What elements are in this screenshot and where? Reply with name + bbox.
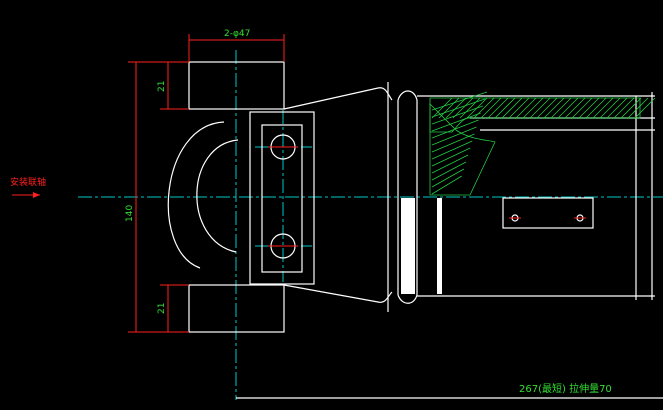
hatch-line xyxy=(431,168,465,188)
hatch-line xyxy=(431,140,473,160)
hatch-line xyxy=(529,97,551,119)
hatch-line xyxy=(571,97,593,119)
ring-cap-top xyxy=(397,90,418,101)
hatch-line xyxy=(445,97,467,119)
hatch-line xyxy=(459,97,481,119)
side-arrow xyxy=(12,192,40,198)
flange-slot xyxy=(261,124,303,273)
hatch-line xyxy=(578,97,600,119)
hatch-line xyxy=(536,97,558,119)
yoke-arm-inner xyxy=(196,139,239,253)
bearing-cap-bottom xyxy=(188,284,285,333)
hatch-line xyxy=(494,97,516,119)
hatch-line xyxy=(501,97,523,119)
hatch-line xyxy=(480,97,502,119)
hatch-line xyxy=(522,97,544,119)
hatch-line xyxy=(438,97,460,119)
yoke-body-top xyxy=(283,87,393,110)
hatch-line xyxy=(452,97,474,119)
flange-plate xyxy=(249,111,315,285)
hatch-line xyxy=(431,126,477,146)
hatch-line xyxy=(557,97,579,119)
yoke-arm-outer xyxy=(167,121,225,269)
dimensions xyxy=(128,34,586,333)
hatch-line xyxy=(431,175,463,195)
height-bottom-label: 21 xyxy=(157,303,167,314)
hatch-line xyxy=(431,97,453,119)
ring-cap-bottom xyxy=(397,294,418,304)
height-total-label: 140 xyxy=(125,205,135,222)
hatch-line xyxy=(592,97,614,119)
spline-bar-left xyxy=(401,198,415,294)
centerlines xyxy=(78,50,663,400)
hatch-line xyxy=(634,97,656,119)
hatch-line xyxy=(585,97,607,119)
key-block xyxy=(502,197,594,229)
length-note-label: 267(最短) 拉伸量70 xyxy=(519,382,612,395)
hatch-line xyxy=(431,161,467,181)
hatch-line xyxy=(431,147,471,167)
hatch-line xyxy=(431,112,481,132)
hatch-line xyxy=(613,97,635,119)
hatch-line xyxy=(508,97,530,119)
bearing-cap-top xyxy=(188,61,285,110)
hatch-line xyxy=(620,97,642,119)
yoke-outline xyxy=(167,61,663,399)
hatch-line xyxy=(431,119,479,139)
hatch-line xyxy=(550,97,572,119)
side-note-label: 安装联轴 xyxy=(10,176,46,188)
hatch-line xyxy=(431,91,488,111)
hatch-band-outline xyxy=(429,97,641,133)
hatch-wedge-outline xyxy=(429,103,496,196)
yoke-body-bottom xyxy=(283,284,393,303)
hatch-line xyxy=(599,97,621,119)
section-hatching xyxy=(429,91,656,196)
hatch-line xyxy=(606,97,628,119)
spline-bar-right xyxy=(437,198,442,294)
hatch-line xyxy=(627,97,649,119)
hatch-line xyxy=(543,97,565,119)
hatch-line xyxy=(487,97,509,119)
hatch-line xyxy=(564,97,586,119)
hatch-line xyxy=(431,98,486,118)
height-top-label: 21 xyxy=(157,81,167,92)
hatch-line xyxy=(431,105,483,125)
hatch-line xyxy=(515,97,537,119)
bore-dimension-label: 2-φ47 xyxy=(224,29,250,39)
hatch-line xyxy=(431,154,469,174)
hatch-line xyxy=(431,133,475,153)
